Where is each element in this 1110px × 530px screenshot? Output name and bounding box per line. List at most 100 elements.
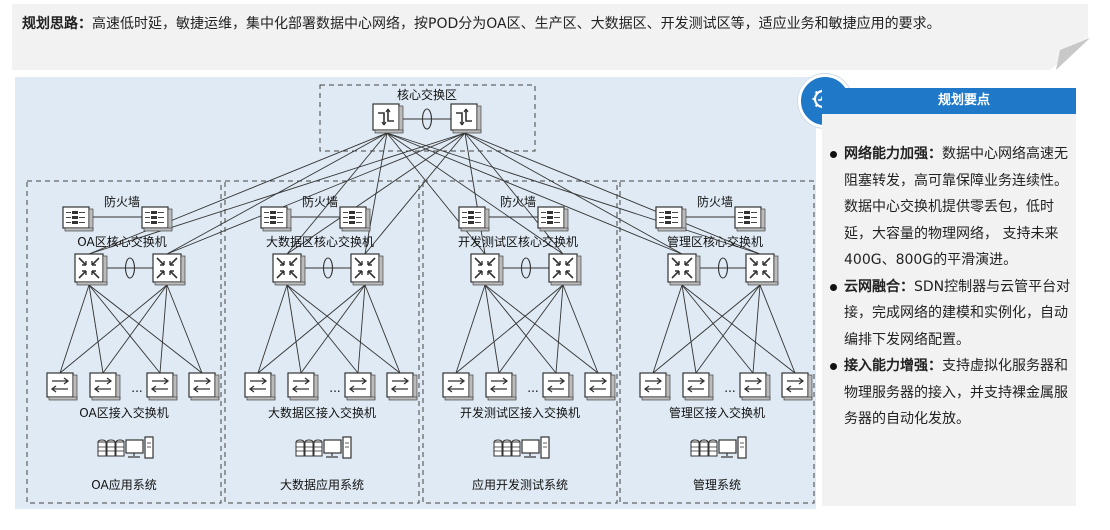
- core-switch-icon: [74, 253, 108, 286]
- stack-link-icon: [124, 257, 136, 279]
- link-line: [357, 284, 366, 374]
- link-line: [464, 132, 761, 255]
- server-storage-icon: [97, 436, 154, 459]
- server-storage-icon: [295, 436, 352, 459]
- access-switch-icon: [639, 372, 671, 401]
- page-fold-icon: [1050, 38, 1090, 70]
- access-switch-icon: [682, 372, 714, 401]
- link-line: [498, 284, 564, 374]
- firewall-icon: [537, 206, 569, 232]
- access-switch-icon: [287, 372, 319, 401]
- core-router-icon: [450, 103, 482, 134]
- access-switch-icon: [188, 372, 220, 401]
- link-line: [681, 284, 697, 374]
- core-switch-icon: [470, 253, 504, 286]
- core-switch-icon: [272, 253, 306, 286]
- server-storage-icon: [493, 436, 550, 459]
- stack-link-icon: [717, 257, 729, 279]
- pod-system-label: 大数据应用系统: [280, 477, 364, 492]
- link-line: [166, 132, 466, 255]
- link-line: [286, 284, 359, 374]
- banner-text: 规划思路：高速低时延，敏捷运维，集中化部署数据中心网络，按POD分为OA区、生产…: [22, 10, 1067, 38]
- link-line: [88, 132, 466, 255]
- point-title: 接入能力增强: [844, 358, 928, 374]
- link-line: [752, 284, 761, 374]
- core-switch-icon: [667, 253, 701, 286]
- point-text: 支持虚拟化服务器和物理服务器的接入，并支持裸金属服务器的自动化发放。: [844, 358, 1068, 427]
- firewall-icon: [339, 206, 371, 232]
- link-line: [300, 284, 366, 374]
- link-line: [88, 284, 161, 374]
- link-line: [562, 284, 599, 374]
- pod-area-box: [26, 180, 222, 504]
- firewall-icon: [141, 206, 173, 232]
- pod-area-box: [224, 180, 420, 504]
- point-item: 接入能力增强：支持虚拟化服务器和物理服务器的接入，并支持裸金属服务器的自动化发放…: [830, 353, 1074, 433]
- firewall-label: 防火墙: [697, 194, 733, 209]
- pod-access-switch-label: 管理区接入交换机: [669, 405, 765, 420]
- link-line: [484, 284, 500, 374]
- link-line: [455, 284, 486, 374]
- network-topology-svg: 核心交换区防火墙OA区核心交换机...OA区接入交换机OA应用系统防火墙大数据区…: [26, 84, 815, 504]
- pod-core-switch-label: 管理区核心交换机: [667, 234, 763, 249]
- access-switch-icon: [244, 372, 276, 401]
- stack-link-icon: [520, 257, 532, 279]
- bullet-icon: [830, 283, 837, 291]
- point-title-sep: ：: [900, 278, 914, 295]
- pod-area-box: [422, 180, 618, 504]
- link-line: [257, 284, 288, 374]
- core-area-box: [319, 84, 536, 152]
- panel-header: 规划要点: [822, 88, 1076, 114]
- firewall-icon: [655, 206, 687, 232]
- link-line: [59, 284, 90, 374]
- link-line: [386, 132, 683, 255]
- link-line: [652, 284, 683, 374]
- pod-area-box: [619, 180, 815, 504]
- stack-link-icon: [421, 108, 433, 130]
- link-line: [484, 284, 599, 374]
- ellipsis-label: ...: [329, 381, 340, 395]
- planning-points-panel: 规划要点 网络能力加强 ： 数据中心网络高速无阻塞转发，高可靠保障业务连续性。数据中…: [822, 88, 1076, 506]
- ellipsis-label: ...: [527, 381, 538, 395]
- bullet-icon: [830, 151, 837, 158]
- link-line: [464, 132, 683, 255]
- link-line: [695, 284, 761, 374]
- firewall-label: 防火墙: [104, 194, 140, 209]
- firewall-label: 防火墙: [500, 194, 536, 209]
- ellipsis-label: ...: [131, 381, 142, 395]
- point-text: SDN控制器与云管平台对接，完成网络的建模和实例化，自动编排下发网络配置。: [844, 278, 1071, 348]
- points-list: 网络能力加强 ： 数据中心网络高速无阻塞转发，高可靠保障业务连续性。数据中心交换机提…: [830, 141, 1074, 433]
- ellipsis-label: ...: [724, 381, 735, 395]
- stack-link-icon: [322, 257, 334, 279]
- link-line: [59, 284, 168, 374]
- point-title-sep: ：: [928, 358, 942, 374]
- pod-access-switch-label: 大数据区接入交换机: [268, 405, 376, 420]
- link-line: [555, 284, 564, 374]
- banner-body: 高速低时延，敏捷运维，集中化部署数据中心网络，按POD分为OA区、生产区、大数据…: [92, 16, 941, 32]
- core-switch-icon: [745, 253, 779, 286]
- link-line: [257, 284, 366, 374]
- firewall-icon: [260, 206, 292, 232]
- link-line: [88, 132, 388, 255]
- point-title: 网络能力加强: [844, 146, 928, 162]
- access-switch-icon: [485, 372, 517, 401]
- access-switch-icon: [542, 372, 574, 401]
- link-line: [681, 284, 796, 374]
- firewall-icon: [62, 206, 94, 232]
- bullet-icon: [830, 363, 837, 370]
- point-item: 网络能力加强：数据中心网络高速无阻塞转发，高可靠保障业务连续性。数据中心交换机提…: [830, 141, 1074, 274]
- core-router-icon: [372, 103, 404, 134]
- core-switch-icon: [548, 253, 582, 286]
- banner-label-sep: ：: [78, 16, 92, 32]
- point-text: 数据中心网络高速无阻塞转发，高可靠保障业务连续性。数据中心交换机提供零丢包，低时…: [844, 146, 1068, 268]
- link-line: [166, 284, 203, 374]
- banner-label: 规划思路: [22, 16, 78, 32]
- link-line: [681, 284, 754, 374]
- firewall-icon: [458, 206, 490, 232]
- core-area-label: 核心交换区: [397, 87, 457, 102]
- access-switch-icon: [781, 372, 813, 401]
- server-storage-icon: [690, 436, 747, 459]
- pod-access-switch-label: 开发测试区接入交换机: [460, 405, 580, 420]
- link-line: [386, 132, 486, 255]
